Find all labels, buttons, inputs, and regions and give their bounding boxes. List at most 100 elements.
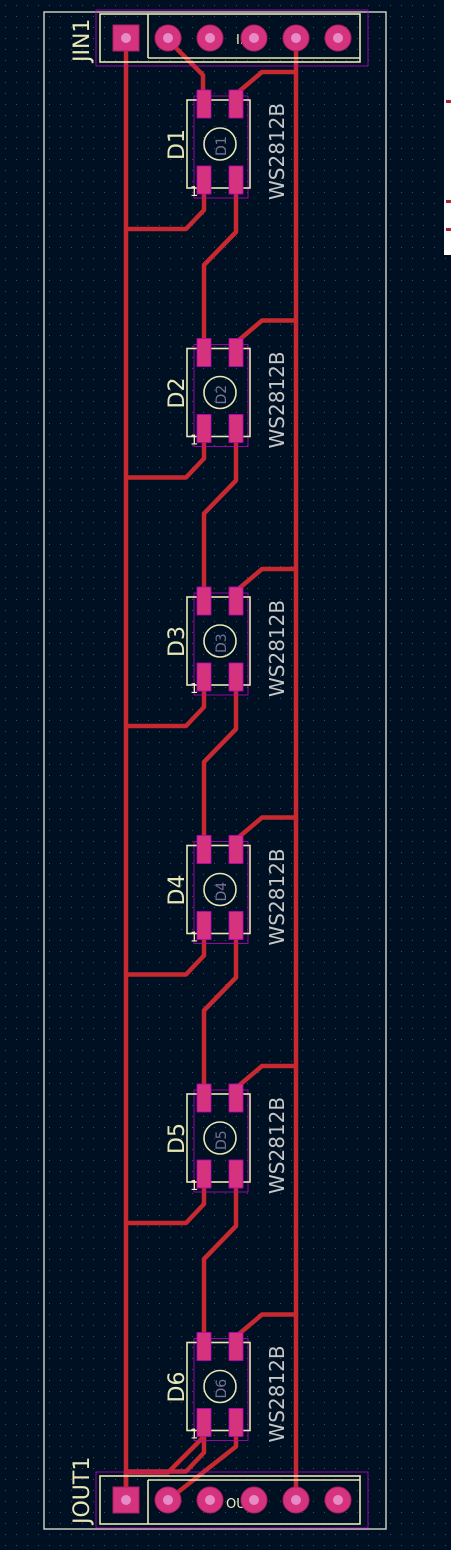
drill-hole	[121, 1495, 131, 1505]
trace-gnd-branch	[123, 426, 207, 480]
smd-pad	[229, 338, 243, 367]
smd-pad	[229, 911, 243, 940]
trace-data-chain	[201, 674, 239, 852]
led-ref-label: D3	[165, 626, 190, 657]
smd-pad	[229, 1332, 243, 1361]
trace-data-chain	[201, 426, 239, 604]
led-pad-ref-label: D6	[214, 1379, 230, 1399]
led-ref-label: D1	[165, 129, 190, 160]
led-lens-outline	[203, 1121, 237, 1155]
led-footprint-d2[interactable]: D2 WS2812B D2 1	[165, 338, 289, 449]
smd-pad	[197, 663, 211, 691]
drill-hole	[291, 1495, 301, 1505]
connector-pins	[112, 24, 352, 52]
trace-data-chain	[201, 923, 239, 1101]
smd-pad	[229, 90, 243, 118]
led-lens-outline	[203, 624, 237, 658]
smd-pad	[197, 414, 211, 443]
smd-pad	[229, 414, 243, 443]
silk-outline	[99, 1475, 361, 1525]
drill-hole	[333, 33, 343, 43]
pad-outline	[228, 165, 244, 195]
pad-outline	[228, 1332, 244, 1361]
pad-outline	[228, 911, 244, 940]
pad-outline	[196, 1159, 212, 1189]
side-panel-edge[interactable]	[444, 0, 451, 255]
silk-outline	[186, 99, 251, 189]
drill-hole	[163, 33, 173, 43]
board-edge	[43, 11, 387, 1530]
courtyard	[95, 1471, 369, 1529]
pad-outline	[228, 89, 244, 119]
led-value-label: WS2812B	[265, 848, 289, 945]
connector-jout1[interactable]: JOUT1 OUT	[70, 1457, 369, 1529]
pad-outline	[196, 165, 212, 195]
drill-hole	[205, 1495, 215, 1505]
smd-pad	[229, 166, 243, 194]
led-value-label: WS2812B	[265, 103, 289, 200]
courtyard	[193, 1338, 249, 1441]
smd-pad	[229, 1408, 243, 1437]
led-ref-label: D6	[165, 1372, 190, 1403]
connector-ref-jout1: JOUT1	[70, 1457, 95, 1526]
led-value-label: WS2812B	[265, 1345, 289, 1442]
pad-outline	[228, 662, 244, 692]
pin1-marker: 1	[190, 434, 198, 449]
silk-outline	[186, 844, 251, 935]
courtyard	[193, 592, 249, 696]
connector-jin1[interactable]: JIN1 IN	[70, 9, 369, 67]
pad-outline	[196, 1408, 212, 1437]
pad-outline	[228, 835, 244, 864]
pad-outline	[196, 835, 212, 864]
pad-outline	[228, 1159, 244, 1189]
pin1-marker: 1	[190, 682, 198, 697]
trace-gnd-branch	[123, 674, 207, 729]
pad-outline	[228, 1408, 244, 1437]
drill-hole	[205, 33, 215, 43]
smd-pad	[229, 1160, 243, 1188]
pin1-marker: 1	[190, 1428, 198, 1443]
pin1-marker: 1	[190, 185, 198, 200]
smd-pad	[197, 90, 211, 118]
trace-gnd-branch	[123, 177, 207, 232]
silk-outline	[186, 1093, 251, 1183]
led-pad-ref-label: D4	[214, 882, 230, 902]
pad-outline	[196, 1083, 212, 1113]
smd-pad	[229, 587, 243, 615]
pad-outline	[196, 586, 212, 616]
drill-hole	[291, 33, 301, 43]
led-pad-ref-label: D2	[214, 385, 230, 405]
smd-pad	[197, 1084, 211, 1112]
pad-outline	[196, 338, 212, 367]
traces-layer	[123, 37, 299, 1503]
pad-outline	[196, 414, 212, 443]
smd-pad	[197, 1408, 211, 1437]
silk-outline	[186, 596, 251, 686]
pad-outline	[228, 586, 244, 616]
connector-ref-jin1: JIN1	[70, 19, 95, 64]
trace-data-chain	[201, 177, 239, 355]
panel-marker	[446, 100, 451, 103]
led-lens-outline	[203, 127, 237, 161]
led-value-label: WS2812B	[265, 1097, 289, 1194]
courtyard	[193, 1089, 249, 1193]
led-lens-outline	[203, 1369, 237, 1404]
led-value-label: WS2812B	[265, 351, 289, 448]
trace-vcc-branch	[233, 1063, 299, 1101]
led-ref-label: D2	[165, 378, 190, 409]
pad-outline	[196, 662, 212, 692]
trace-vcc-branch	[233, 1312, 299, 1349]
led-footprint-d6[interactable]: D6 WS2812B D6 1	[165, 1332, 289, 1443]
smd-pad	[197, 166, 211, 194]
drill-hole	[163, 1495, 173, 1505]
pin1-marker: 1	[190, 1179, 198, 1194]
smd-pad	[197, 835, 211, 864]
led-ref-label: D4	[165, 875, 190, 906]
